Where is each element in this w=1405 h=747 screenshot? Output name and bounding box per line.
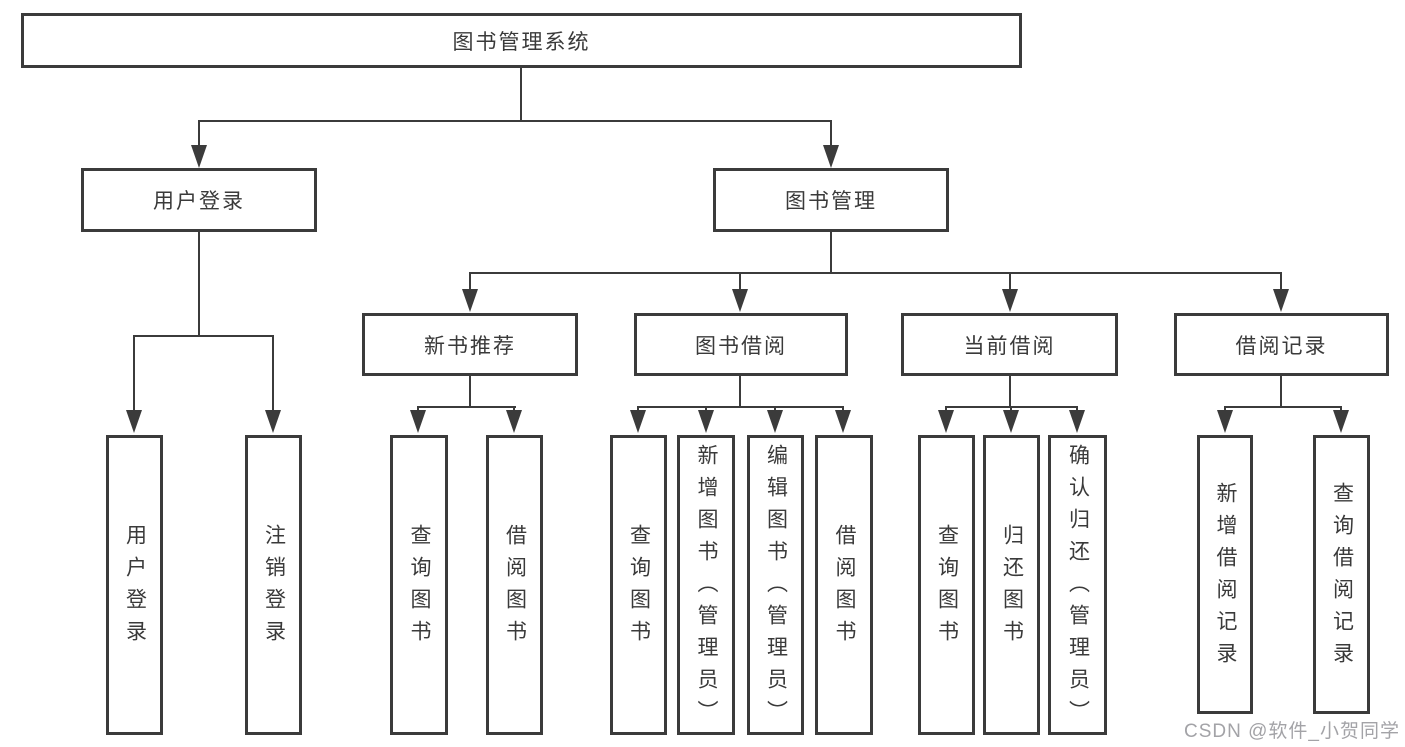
- node-root: 图书管理系统: [21, 13, 1022, 68]
- leaf-query-books-b: 查询图书: [610, 435, 667, 735]
- connector-borrowing-records-bar: [1224, 406, 1342, 408]
- connector-drop-leaf-logout: [272, 335, 274, 413]
- arrowhead-query-books-a: [410, 410, 426, 433]
- connector-root-bar: [198, 120, 832, 122]
- leaf-confirm-return-admin: 确认归还（管理员）: [1048, 435, 1107, 735]
- connector-drop-new-book-recommend: [469, 272, 471, 292]
- arrowhead-query-books-b: [630, 410, 646, 433]
- connector-drop-user-login: [198, 120, 200, 150]
- arrowhead-current-borrowing: [1002, 289, 1018, 312]
- arrowhead-confirm-return: [1069, 410, 1085, 433]
- node-borrowing-records: 借阅记录: [1174, 313, 1389, 376]
- arrowhead-add-record: [1217, 410, 1233, 433]
- leaf-add-borrow-record: 新增借阅记录: [1197, 435, 1253, 714]
- node-new-book-recommend: 新书推荐: [362, 313, 578, 376]
- connector-user-login-bar: [133, 335, 274, 337]
- connector-root-stem: [520, 68, 522, 121]
- leaf-query-books-a: 查询图书: [390, 435, 448, 735]
- connector-current-borrowing-stem: [1009, 376, 1011, 408]
- leaf-logout: 注销登录: [245, 435, 302, 735]
- node-book-management: 图书管理: [713, 168, 949, 232]
- connector-new-book-recommend-stem: [469, 376, 471, 408]
- connector-book-borrowing-bar: [637, 406, 844, 408]
- connector-book-management-stem: [830, 232, 832, 274]
- connector-new-book-recommend-bar: [417, 406, 516, 408]
- arrowhead-leaf-user-login: [126, 410, 142, 433]
- connector-drop-borrowing-records: [1280, 272, 1282, 292]
- leaf-borrow-books-b: 借阅图书: [815, 435, 873, 735]
- arrowhead-return-books: [1003, 410, 1019, 433]
- arrowhead-borrow-books-b: [835, 410, 851, 433]
- connector-drop-leaf-user-login: [133, 335, 135, 413]
- leaf-edit-books-admin: 编辑图书（管理员）: [747, 435, 804, 735]
- arrowhead-borrow-books-a: [506, 410, 522, 433]
- arrowhead-new-book-recommend: [462, 289, 478, 312]
- leaf-query-borrow-record: 查询借阅记录: [1313, 435, 1370, 714]
- arrowhead-add-books: [698, 410, 714, 433]
- connector-user-login-stem: [198, 232, 200, 337]
- csdn-watermark: CSDN @软件_小贺同学: [1184, 721, 1400, 742]
- node-book-borrowing: 图书借阅: [634, 313, 848, 376]
- connector-drop-current-borrowing: [1009, 272, 1011, 292]
- leaf-add-books-admin: 新增图书（管理员）: [677, 435, 735, 735]
- arrowhead-user-login: [191, 145, 207, 168]
- connector-book-management-bar: [469, 272, 1282, 274]
- connector-book-borrowing-stem: [739, 376, 741, 408]
- connector-borrowing-records-stem: [1280, 376, 1282, 408]
- arrowhead-query-books-c: [938, 410, 954, 433]
- leaf-user-login: 用户登录: [106, 435, 163, 735]
- arrowhead-borrowing-records: [1273, 289, 1289, 312]
- leaf-query-books-c: 查询图书: [918, 435, 975, 735]
- arrowhead-book-management: [823, 145, 839, 168]
- arrowhead-edit-books: [767, 410, 783, 433]
- leaf-return-books: 归还图书: [983, 435, 1040, 735]
- arrowhead-leaf-logout: [265, 410, 281, 433]
- node-current-borrowing: 当前借阅: [901, 313, 1118, 376]
- leaf-borrow-books-a: 借阅图书: [486, 435, 543, 735]
- arrowhead-query-record: [1333, 410, 1349, 433]
- connector-drop-book-management: [830, 120, 832, 150]
- connector-drop-book-borrowing: [739, 272, 741, 292]
- node-user-login: 用户登录: [81, 168, 317, 232]
- arrowhead-book-borrowing: [732, 289, 748, 312]
